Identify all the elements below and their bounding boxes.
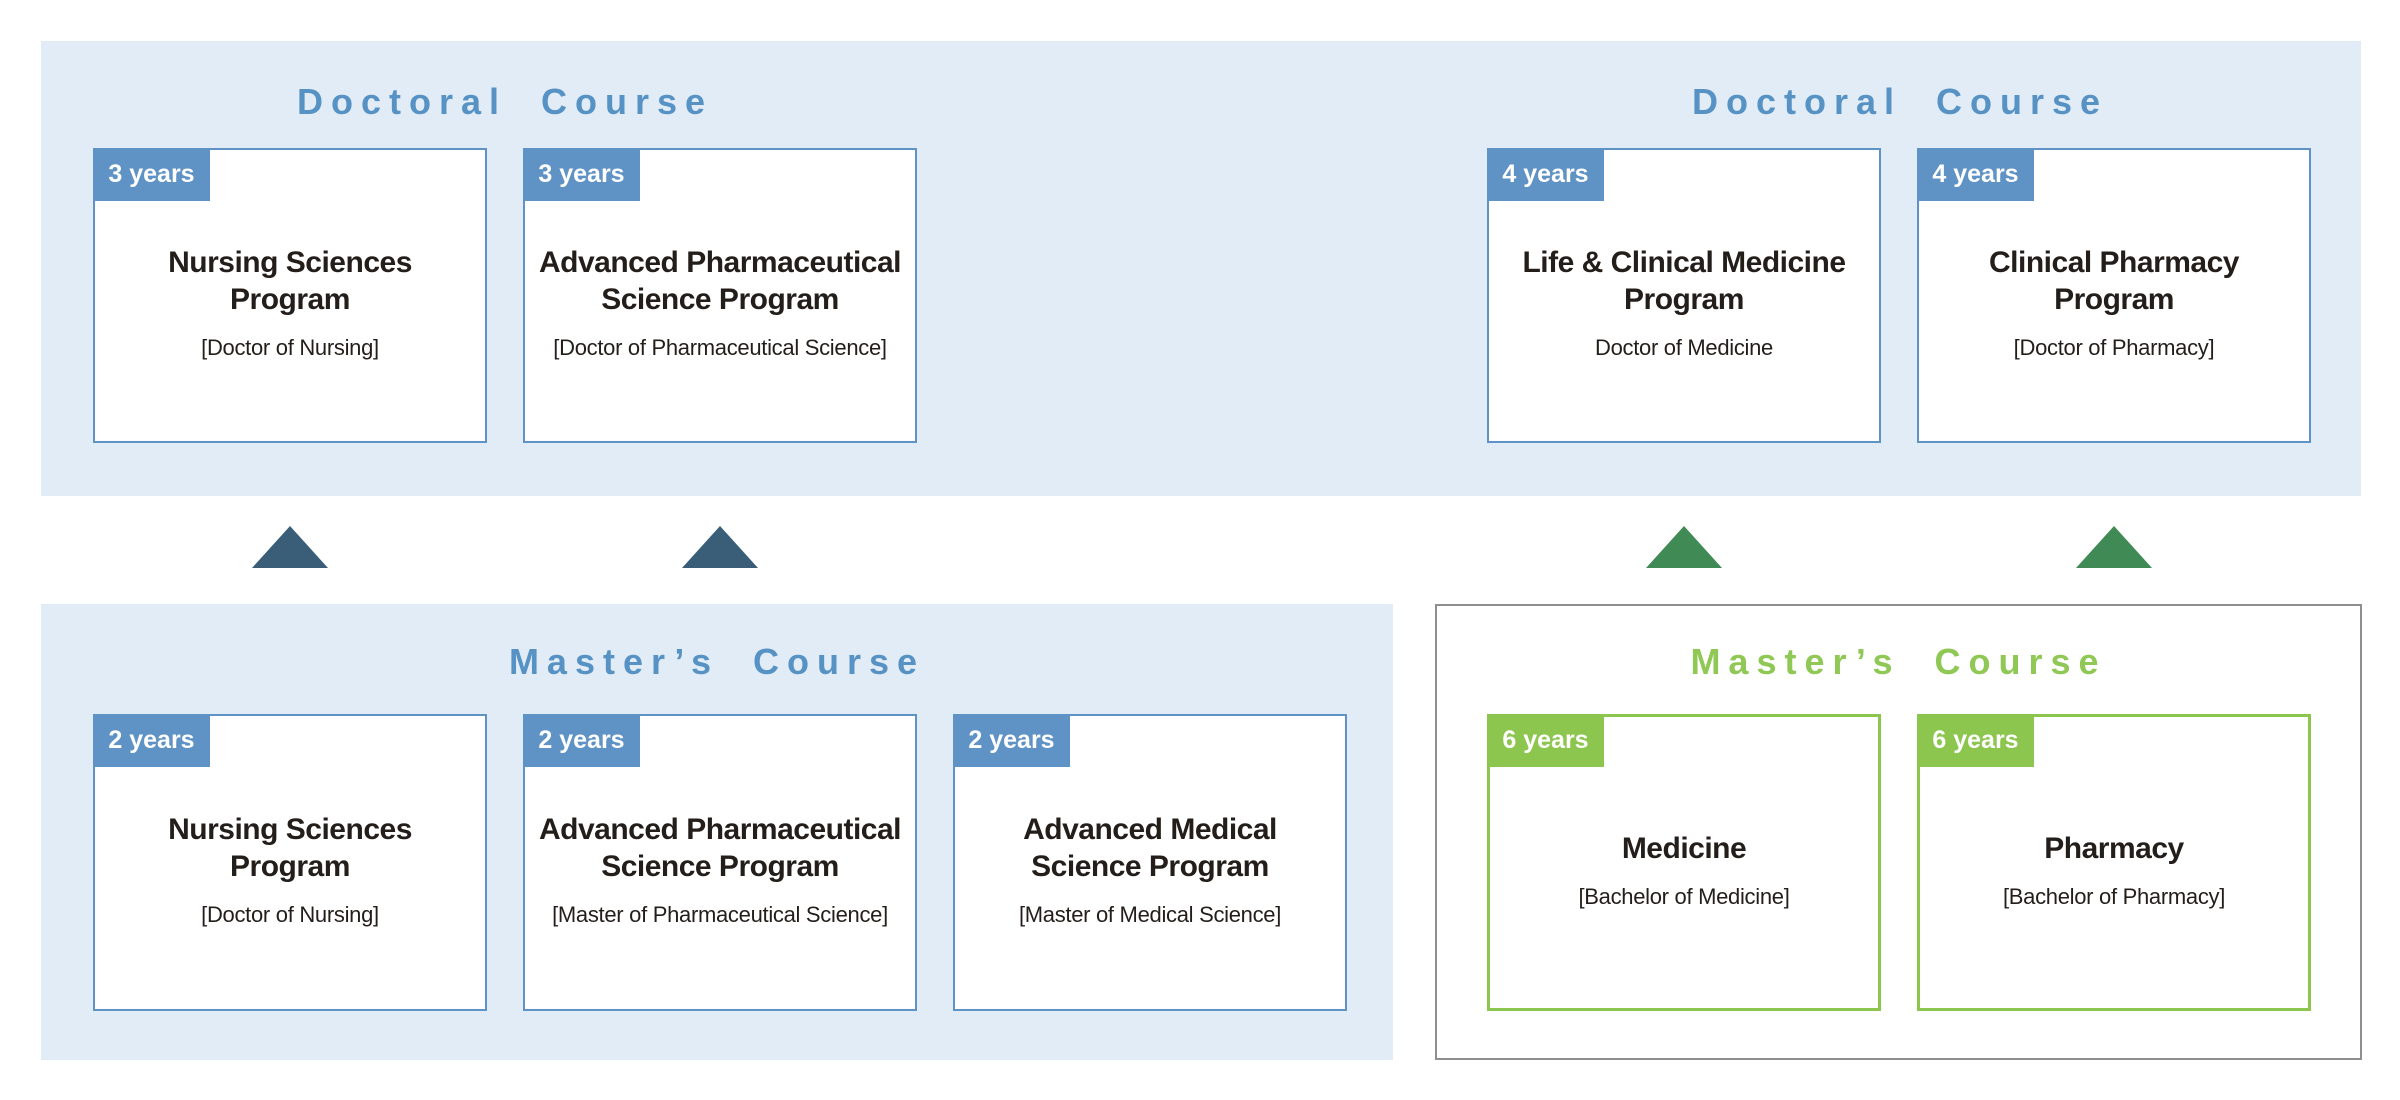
program-card-doctoral-clinical-pharmacy: 4 years Clinical Pharmacy Program [Docto… (1917, 148, 2311, 443)
duration-tag: 4 years (1487, 148, 1604, 201)
program-degree: [Doctor of Pharmaceutical Science] (553, 335, 887, 360)
duration-tag: 3 years (93, 148, 210, 201)
program-title: Life & Clinical Medicine Program (1522, 246, 1846, 316)
duration-tag: 2 years (523, 714, 640, 767)
program-degree: [Bachelor of Pharmacy] (2002, 883, 2226, 909)
program-title: Nursing Sciences Program (168, 813, 412, 883)
program-degree: [Doctor of Pharmacy] (2013, 335, 2215, 360)
program-card-masters-nursing: 2 years Nursing Sciences Program [Doctor… (93, 714, 487, 1011)
duration-tag: 6 years (1917, 714, 2034, 767)
doctoral-right-title: Doctoral Course (1691, 81, 2109, 122)
program-card-masters-adv-medical: 2 years Advanced Medical Science Program… (953, 714, 1347, 1011)
program-title: Nursing Sciences Program (168, 246, 412, 316)
duration-tag: 2 years (953, 714, 1070, 767)
masters-right-title: Master’s Course (1690, 641, 2107, 682)
doctoral-left-title: Doctoral Course (296, 81, 714, 122)
program-title: Advanced Pharmaceutical Science Program (539, 246, 902, 316)
program-card-pharmacy: 6 years Pharmacy [Bachelor of Pharmacy] (1917, 714, 2311, 1011)
program-degree: [Doctor of Nursing] (201, 335, 379, 360)
up-arrow-icon (2076, 526, 2152, 568)
duration-tag: 2 years (93, 714, 210, 767)
program-degree: [Master of Medical Science] (1018, 902, 1282, 927)
program-title: Clinical Pharmacy Program (1989, 246, 2239, 316)
program-title: Advanced Medical Science Program (1023, 813, 1277, 883)
duration-tag: 6 years (1487, 714, 1604, 767)
program-degree: [Master of Pharmaceutical Science] (552, 902, 888, 927)
up-arrow-icon (682, 526, 758, 568)
program-card-medicine: 6 years Medicine [Bachelor of Medicine] (1487, 714, 1881, 1011)
program-card-doctoral-nursing: 3 years Nursing Sciences Program [Doctor… (93, 148, 487, 443)
program-degree: [Doctor of Nursing] (201, 902, 379, 927)
duration-tag: 4 years (1917, 148, 2034, 201)
program-title: Pharmacy (2044, 831, 2184, 865)
up-arrow-icon (252, 526, 328, 568)
program-card-doctoral-life-clinical-medicine: 4 years Life & Clinical Medicine Program… (1487, 148, 1881, 443)
program-degree: [Bachelor of Medicine] (1578, 883, 1790, 909)
program-degree: Doctor of Medicine (1594, 335, 1773, 360)
program-title: Medicine (1621, 831, 1747, 865)
program-card-doctoral-adv-pharm: 3 years Advanced Pharmaceutical Science … (523, 148, 917, 443)
up-arrow-icon (1646, 526, 1722, 568)
duration-tag: 3 years (523, 148, 640, 201)
masters-left-title: Master’s Course (508, 641, 926, 682)
program-card-masters-adv-pharm: 2 years Advanced Pharmaceutical Science … (523, 714, 917, 1011)
program-title: Advanced Pharmaceutical Science Program (539, 813, 902, 883)
